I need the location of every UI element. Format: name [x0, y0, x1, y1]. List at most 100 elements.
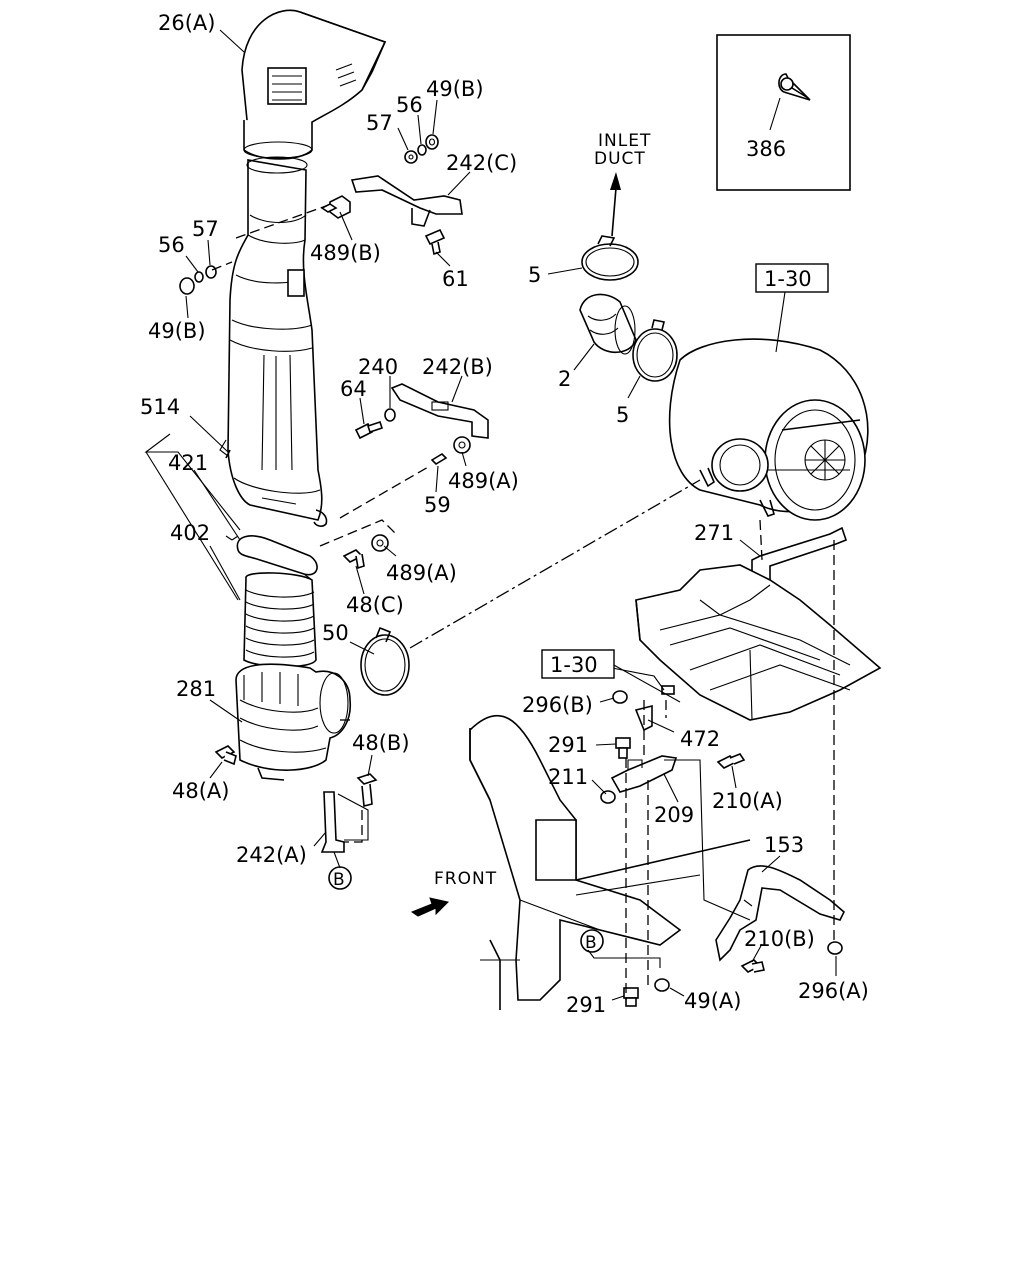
fastener-210a	[716, 753, 746, 769]
label-242a: 242(A)	[236, 843, 307, 867]
label-57-top: 57	[366, 111, 393, 135]
label-49b-top: 49(B)	[426, 77, 484, 101]
floor-panel	[635, 564, 882, 721]
label-210b: 210(B)	[744, 927, 815, 951]
label-211: 211	[548, 765, 588, 789]
label-5-low: 5	[616, 403, 629, 427]
label-circle-b-left: B	[333, 870, 346, 890]
label-242b: 242(B)	[422, 355, 493, 379]
pin-59	[430, 452, 448, 466]
label-489a-low: 489(A)	[386, 561, 457, 585]
label-210a: 210(A)	[712, 789, 783, 813]
label-inlet: INLET	[598, 131, 651, 151]
label-5-top: 5	[528, 263, 541, 287]
label-489b: 489(B)	[310, 241, 381, 265]
inlet-arrow-icon	[610, 172, 621, 237]
label-291-low: 291	[566, 993, 606, 1017]
part-labels: 26(A) 49(B) 56 57 242(C) 56 57 489(B) 61…	[140, 11, 869, 1017]
fastener-210b	[740, 959, 765, 973]
fastener-291-top	[615, 737, 631, 759]
bellows-402	[243, 572, 317, 668]
label-472: 472	[680, 727, 720, 751]
label-240: 240	[358, 355, 398, 379]
fastener-489b	[320, 195, 351, 219]
fastener-48c	[342, 549, 365, 570]
fastener-48a	[214, 745, 237, 766]
label-296a: 296(A)	[798, 979, 869, 1003]
label-291-top: 291	[548, 733, 588, 757]
bracket-209	[610, 755, 678, 793]
fastener-64	[354, 420, 384, 440]
fastener-56-left	[194, 271, 204, 283]
label-48a: 48(A)	[172, 779, 229, 803]
label-271: 271	[694, 521, 734, 545]
ref-box-1-30-mid	[541, 649, 615, 679]
clamp-5-low	[632, 319, 678, 382]
label-421: 421	[168, 451, 208, 475]
fastener-48b	[356, 773, 378, 808]
intake-snorkel-26a	[241, 9, 387, 160]
fastener-61	[424, 228, 446, 256]
ref-box-1-30-top	[755, 263, 829, 293]
label-ref-1-30-top: 1-30	[764, 267, 812, 291]
label-59: 59	[424, 493, 451, 517]
bracket-153	[715, 865, 845, 962]
fastener-49b-left	[179, 277, 195, 295]
bracket-271	[751, 526, 847, 586]
intake-pipe-514	[219, 156, 328, 527]
bracket-242a	[320, 791, 369, 853]
label-153: 153	[764, 833, 804, 857]
bracket-242b	[390, 383, 489, 439]
label-48c: 48(C)	[346, 593, 404, 617]
label-front: FRONT	[434, 869, 497, 889]
fastener-240	[384, 408, 396, 422]
label-57-left: 57	[192, 217, 219, 241]
label-386: 386	[746, 137, 786, 161]
fastener-489a-low	[371, 534, 389, 552]
fastener-296a	[827, 941, 843, 955]
label-26a: 26(A)	[158, 11, 215, 35]
label-281: 281	[176, 677, 216, 701]
label-514: 514	[140, 395, 180, 419]
elbow-281	[235, 663, 352, 781]
circle-b-right-marker	[580, 929, 604, 953]
fastener-49b-top	[425, 134, 439, 150]
fastener-56-top	[417, 144, 427, 156]
fastener-57-left	[205, 265, 217, 279]
label-61: 61	[442, 267, 469, 291]
fastener-57-top	[404, 150, 418, 164]
label-242c: 242(C)	[446, 151, 517, 175]
fastener-296b	[612, 690, 628, 704]
label-56-left: 56	[158, 233, 185, 257]
fastener-49a	[654, 978, 670, 992]
label-49a: 49(A)	[684, 989, 741, 1013]
inset-box-386	[716, 34, 851, 191]
vehicle-frame	[469, 714, 751, 1010]
fastener-489a-mid	[453, 436, 471, 454]
label-ref-1-30-mid: 1-30	[550, 653, 598, 677]
front-arrow-icon	[410, 897, 449, 917]
label-56-top: 56	[396, 93, 423, 117]
fastener-211	[600, 790, 616, 804]
label-489a-mid: 489(A)	[448, 469, 519, 493]
label-296b: 296(B)	[522, 693, 593, 717]
hose-2	[579, 293, 637, 355]
label-402: 402	[170, 521, 210, 545]
circle-b-left-marker	[328, 866, 352, 890]
label-circle-b-right: B	[585, 933, 598, 953]
bracket-242c	[350, 175, 463, 227]
label-50: 50	[322, 621, 349, 645]
label-49b-left: 49(B)	[148, 319, 206, 343]
clamp-5-top	[581, 235, 639, 281]
label-48b: 48(B)	[352, 731, 410, 755]
label-duct: DUCT	[594, 149, 646, 169]
label-209: 209	[654, 803, 694, 827]
label-64: 64	[340, 377, 367, 401]
label-2: 2	[558, 367, 571, 391]
clamp-50	[360, 626, 410, 696]
assembly-dashed-lines	[211, 205, 835, 1000]
fastener-472-bolt	[661, 685, 675, 695]
fastener-291-low	[623, 987, 639, 1007]
leader-lines	[144, 29, 837, 1001]
